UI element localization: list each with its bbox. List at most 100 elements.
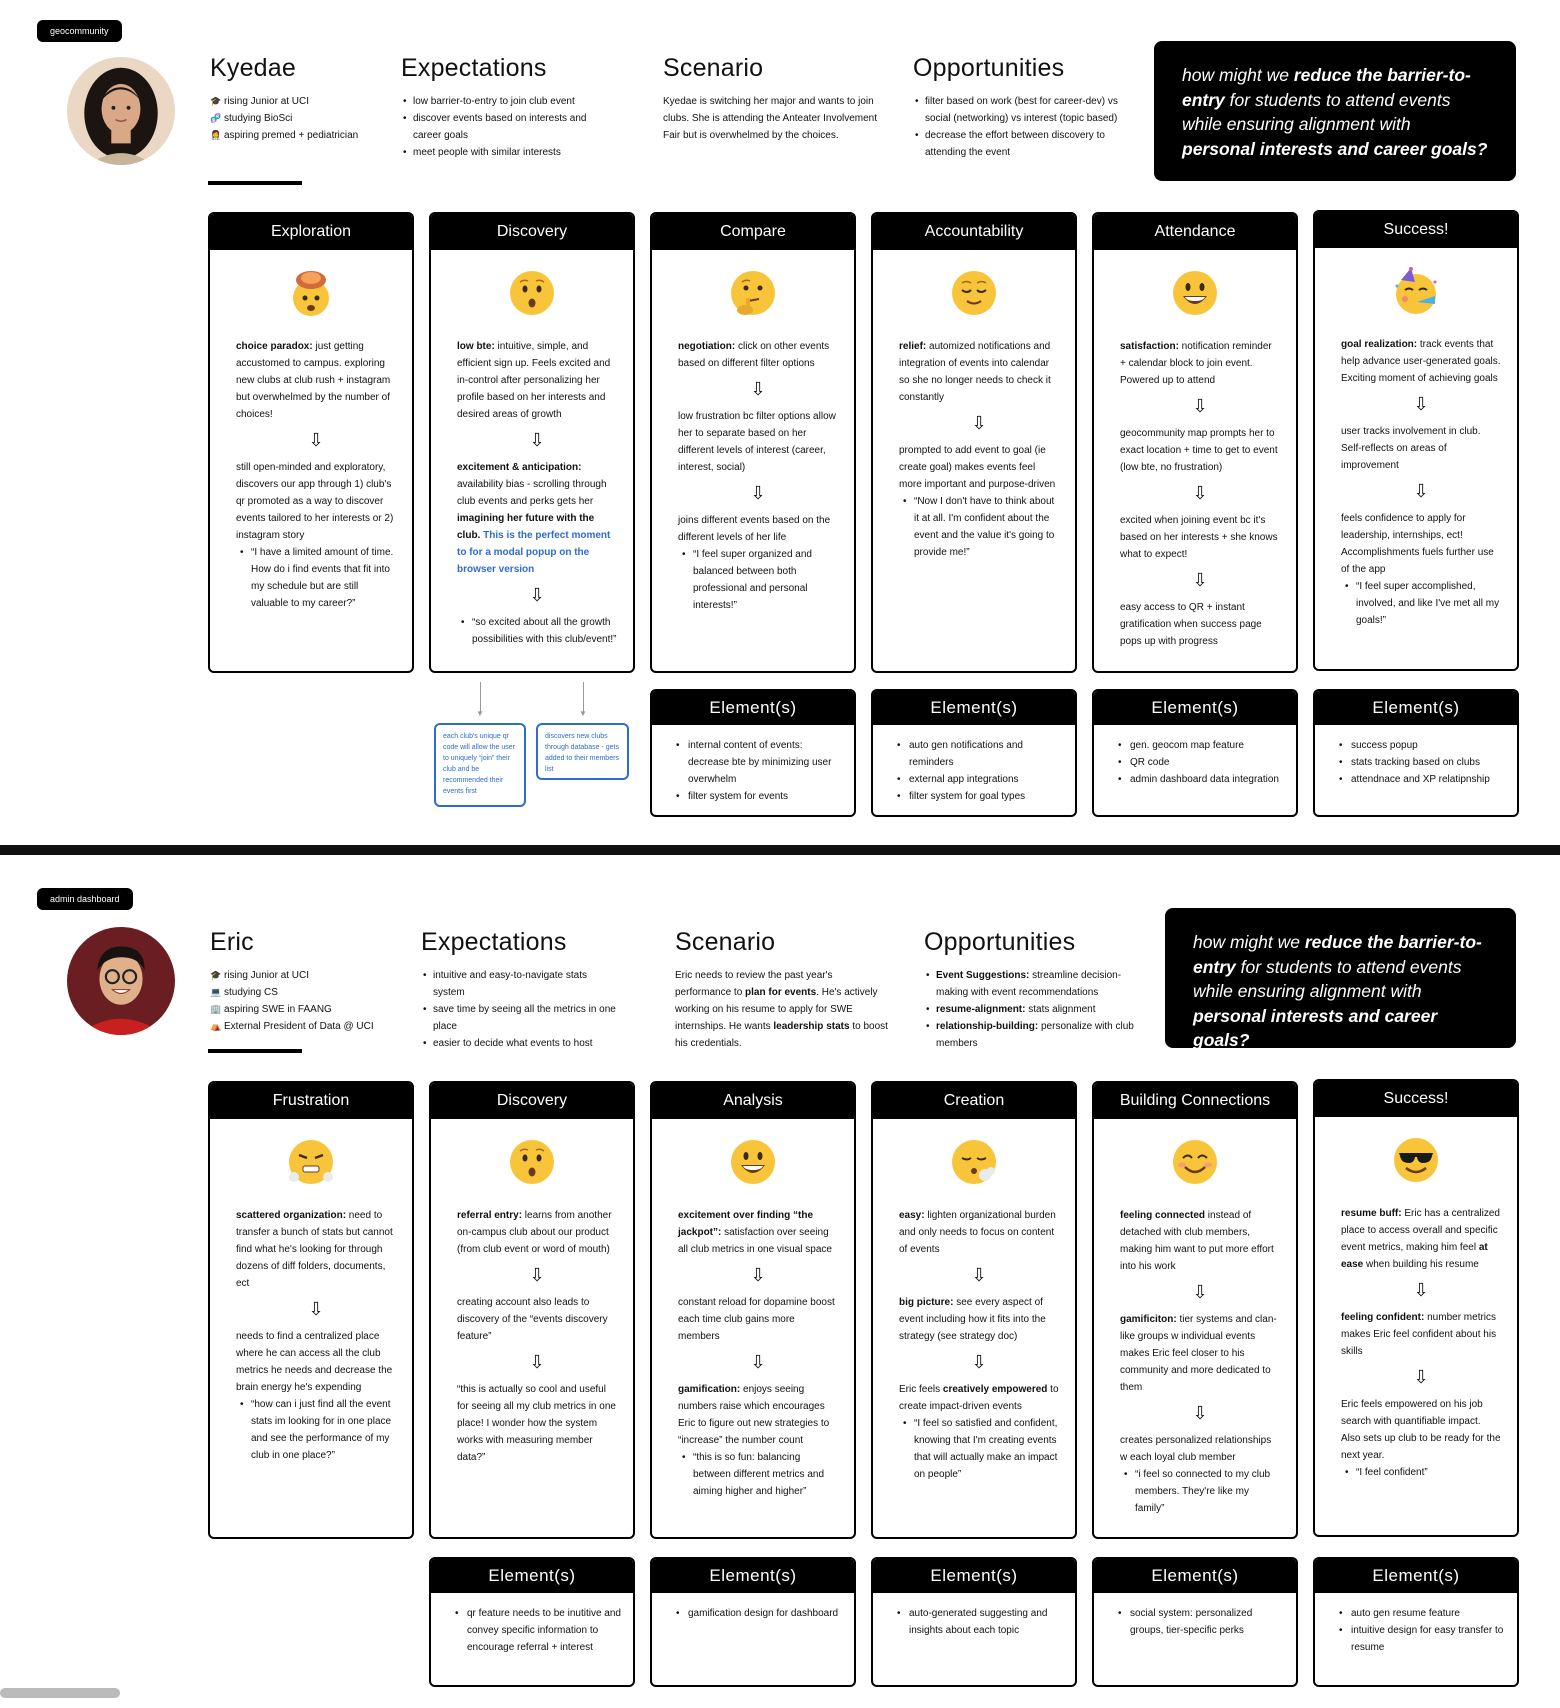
stage-lead: resume buff: Eric has a centralized plac… <box>1341 1208 1500 1270</box>
down-arrowhead-icon: ▼ <box>579 709 587 718</box>
element-item: auto gen resume feature <box>1339 1605 1505 1622</box>
persona-profile: Eric 🎓rising Junior at UCI 💻studying CS … <box>210 928 390 1035</box>
stage-quote: “I feel super accomplished, involved, an… <box>1341 578 1501 629</box>
stage-step: gamificiton: tier systems and clan-like … <box>1120 1314 1277 1393</box>
annotation-note: discovers new clubs through database - g… <box>536 723 629 780</box>
elements-title: Element(s) <box>652 691 854 725</box>
stage-quote: “this is so fun: balancing between diffe… <box>678 1449 838 1500</box>
stage-title: Frustration <box>210 1083 412 1119</box>
elements-box: Element(s) internal content of events: d… <box>650 689 856 817</box>
stage-step: excitement & anticipation: availability … <box>457 462 611 575</box>
elements-box: Element(s) qr feature needs to be inutit… <box>429 1557 635 1687</box>
element-item: intuitive design for easy transfer to re… <box>1339 1622 1505 1656</box>
graduation-cap-icon: 🎓 <box>210 96 222 106</box>
stage-quote: “I feel confident” <box>1341 1464 1501 1481</box>
stage-card-attendance: Attendance satisfaction: notification re… <box>1092 212 1298 673</box>
down-arrow-icon: ⇩ <box>1413 481 1429 501</box>
stage-title: Discovery <box>431 1083 633 1119</box>
down-arrow-icon: ⇩ <box>529 430 545 450</box>
scenario-text: Kyedae is switching her major and wants … <box>663 96 878 141</box>
down-arrow-icon: ⇩ <box>1413 1367 1429 1387</box>
stage-title: Attendance <box>1094 214 1296 250</box>
profile-item: ⛺External President of Data @ UCI <box>210 1018 390 1035</box>
stage-title: Compare <box>652 214 854 250</box>
stage-lead: goal realization: track events that help… <box>1341 339 1501 384</box>
stage-step: “this is actually so cool and useful for… <box>457 1384 616 1463</box>
down-arrow-icon: ⇩ <box>529 585 545 605</box>
persona-name: Eric <box>210 928 254 956</box>
stage-lead: relief: automized notifications and inte… <box>899 341 1051 403</box>
stage-step: needs to find a centralized place where … <box>236 1331 393 1393</box>
section-tag[interactable]: admin dashboard <box>37 888 133 910</box>
elements-box: Element(s) auto-generated suggesting and… <box>871 1557 1077 1687</box>
down-arrow-icon: ⇩ <box>1192 483 1208 503</box>
section-divider <box>0 845 1560 855</box>
stage-step: creates personalized relationships w eac… <box>1120 1435 1272 1463</box>
stage-step: feels confidence to apply for leadership… <box>1341 513 1494 575</box>
stage-step: Eric feels empowered on his job search w… <box>1341 1399 1501 1461</box>
down-arrow-icon: ⇩ <box>750 483 766 503</box>
persona-profile: Kyedae 🎓rising Junior at UCI 🧬studying B… <box>210 54 390 144</box>
hmw-statement: how might we reduce the barrier-to-entry… <box>1165 908 1516 1050</box>
stage-card-success: Success! goal realization: track events … <box>1313 210 1519 671</box>
down-arrow-icon: ⇩ <box>529 1352 545 1372</box>
elements-title: Element(s) <box>1315 1559 1517 1593</box>
stage-card-frustration: Frustration scattered organization: need… <box>208 1081 414 1539</box>
stage-card-accountability: Accountability relief: automized notific… <box>871 212 1077 673</box>
elements-box: Element(s) social system: personalized g… <box>1092 1557 1298 1687</box>
down-arrow-icon: ⇩ <box>1192 396 1208 416</box>
down-arrow-icon: ⇩ <box>1192 1282 1208 1302</box>
down-arrow-icon: ⇩ <box>308 430 324 450</box>
connector-line <box>583 682 584 714</box>
dna-icon: 🧬 <box>210 113 222 123</box>
sunglasses-face-emoji <box>1315 1135 1517 1185</box>
expectation-item: low barrier-to-entry to join club event <box>401 93 611 110</box>
expectation-item: easier to decide what events to host <box>421 1035 621 1052</box>
element-item: admin dashboard data integration <box>1118 771 1284 788</box>
avatar <box>67 57 175 165</box>
scenario-text: Eric needs to review the past year's per… <box>675 970 888 1049</box>
name-underline <box>208 1049 302 1053</box>
element-item: stats tracking based on clubs <box>1339 754 1505 771</box>
annotation-note: each club's unique qr code will allow th… <box>434 723 526 807</box>
stage-card-success: Success! resume buff: Eric has a central… <box>1313 1079 1519 1537</box>
down-arrow-icon: ⇩ <box>1413 1280 1429 1300</box>
profile-item: 💻studying CS <box>210 984 390 1001</box>
stage-quote: “i feel so connected to my club members.… <box>1120 1466 1280 1517</box>
expectation-item: intuitive and easy-to-navigate stats sys… <box>421 967 621 1001</box>
stage-step: easy access to QR + instant gratificatio… <box>1120 602 1262 647</box>
down-arrow-icon: ⇩ <box>971 1352 987 1372</box>
profile-item: 🎓rising Junior at UCI <box>210 967 390 984</box>
stage-card-exploration: Exploration choice paradox: just getting… <box>208 212 414 673</box>
down-arrowhead-icon: ▼ <box>476 709 484 718</box>
stage-lead: easy: lighten organizational burden and … <box>899 1210 1056 1255</box>
stage-quote: “I have a limited amount of time. How do… <box>236 544 396 612</box>
avatar <box>67 927 175 1035</box>
elements-box: Element(s) auto gen resume feature intui… <box>1313 1557 1519 1687</box>
stage-lead: scattered organization: need to transfer… <box>236 1210 393 1289</box>
name-underline <box>208 181 302 185</box>
stage-step: prompted to add event to goal (ie create… <box>899 445 1056 490</box>
tent-icon: ⛺ <box>210 1021 222 1031</box>
elements-title: Element(s) <box>1094 691 1296 725</box>
persona-name: Kyedae <box>210 54 296 82</box>
stage-title: Exploration <box>210 214 412 250</box>
expectations-title: Expectations <box>401 54 547 82</box>
elements-box: Element(s) gamification design for dashb… <box>650 1557 856 1687</box>
stage-step: user tracks involvement in club. Self-re… <box>1341 426 1481 471</box>
element-item: qr feature needs to be inutitive and con… <box>455 1605 621 1656</box>
expectation-item: save time by seeing all the metrics in o… <box>421 1001 621 1035</box>
stage-step: still open-minded and exploratory, disco… <box>236 462 394 541</box>
stage-card-analysis: Analysis excitement over finding “the ja… <box>650 1081 856 1539</box>
stage-quote: “so excited about all the growth possibi… <box>457 614 617 648</box>
down-arrow-icon: ⇩ <box>1413 394 1429 414</box>
grinning-face-emoji <box>1094 268 1296 318</box>
section-tag[interactable]: geocommunity <box>37 20 122 42</box>
stage-quote: “I feel so satisfied and confident, know… <box>899 1415 1059 1483</box>
horizontal-scrollbar[interactable] <box>0 1688 120 1698</box>
exhaling-face-emoji <box>873 1137 1075 1187</box>
building-icon: 🏢 <box>210 1004 222 1014</box>
stage-step: creating account also leads to discovery… <box>457 1297 608 1342</box>
stage-title: Analysis <box>652 1083 854 1119</box>
scenario-block: Scenario Eric needs to review the past y… <box>675 928 890 1052</box>
